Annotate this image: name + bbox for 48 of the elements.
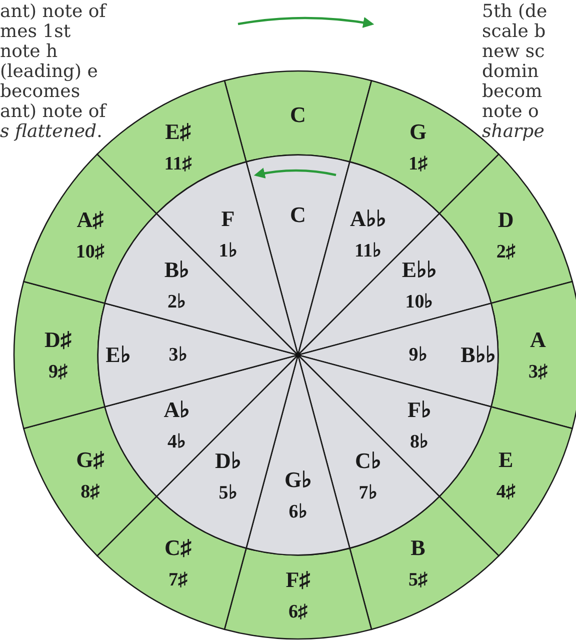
- accidental-count: 4♭: [168, 432, 186, 452]
- key-name: D♭: [215, 450, 241, 472]
- accidental-count: 6♯: [288, 602, 308, 622]
- key-name: B: [410, 536, 426, 559]
- key-name: D: [498, 209, 514, 231]
- key-name: A♭: [164, 399, 190, 421]
- key-name: A♯: [76, 209, 104, 231]
- accidental-count: 7♭: [358, 484, 378, 503]
- description-paragraph: ant) note of mes 1st note h (leading) e becomes ant) note of s flattened.: [0, 2, 108, 142]
- key-name: F: [221, 208, 235, 230]
- accidental-count: 1♭: [218, 241, 238, 260]
- key-name: C: [290, 104, 306, 126]
- key-name: B♭: [164, 259, 190, 281]
- accidental-count: 9♭: [408, 346, 428, 364]
- accidental-count: 6♭: [288, 502, 308, 522]
- accidental-count: 10♯: [76, 242, 104, 262]
- accidental-count: 11♯: [164, 154, 192, 174]
- key-name: E♭: [106, 344, 130, 366]
- key-name: E♯: [165, 121, 191, 144]
- key-name: B♭♭: [460, 344, 496, 366]
- description-paragraph: 5th (de scale b new sc domin becom note o sharpe: [482, 2, 548, 142]
- key-name: F♯: [286, 569, 310, 591]
- key-name: G♯: [76, 449, 104, 471]
- accidental-count: 8♯: [80, 482, 100, 502]
- key-name: E: [498, 449, 514, 471]
- accidental-count: 1♯: [408, 154, 428, 174]
- accidental-count: 7♯: [168, 570, 188, 590]
- key-name: C♭: [355, 450, 381, 472]
- accidental-count: 3♭: [168, 346, 188, 364]
- accidental-count: 4♯: [496, 482, 516, 502]
- key-name: A: [530, 329, 546, 351]
- accidental-count: 3♯: [528, 362, 548, 382]
- key-name: D♯: [44, 329, 72, 351]
- key-name: C: [290, 204, 306, 226]
- accidental-count: 8♭: [410, 432, 428, 452]
- key-name: G: [409, 121, 427, 144]
- key-name: F♭: [408, 399, 431, 421]
- accidental-count: 2♯: [496, 242, 516, 262]
- key-name: C♯: [164, 536, 192, 559]
- key-name: G♭: [284, 469, 312, 491]
- accidental-count: 2♭: [168, 292, 186, 312]
- accidental-count: 10♭: [405, 292, 434, 312]
- accidental-count: 9♯: [48, 362, 68, 382]
- accidental-count: 11♭: [354, 241, 382, 260]
- key-name: E♭♭: [402, 259, 437, 281]
- accidental-count: 5♯: [408, 570, 428, 590]
- accidental-count: 5♭: [218, 484, 238, 503]
- key-name: A♭♭: [350, 208, 386, 230]
